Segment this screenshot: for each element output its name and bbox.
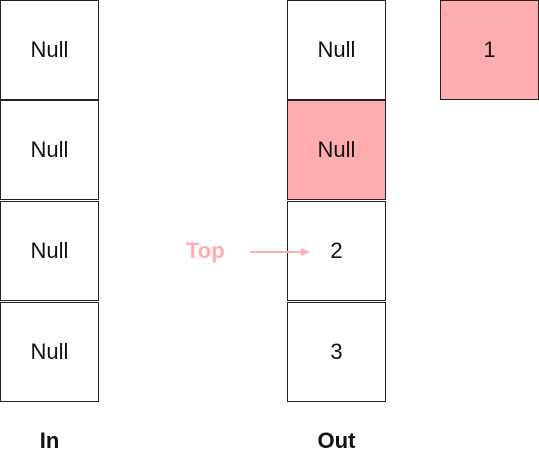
top-pointer-label: Top [186, 238, 225, 263]
in-stack-label: In [39, 428, 60, 453]
arrow-right-icon [250, 248, 310, 256]
out-stack-label: Out [317, 428, 356, 453]
in-stack-cell-1: Null [0, 100, 99, 200]
out-stack-cell-0: Null [287, 0, 386, 100]
in-stack-cell-2: Null [0, 201, 99, 301]
out-stack-cell-3: 3 [287, 302, 386, 402]
in-stack-cell-3: Null [0, 302, 99, 402]
in-stack-cell-0: Null [0, 0, 99, 100]
out-stack-cell-1-highlighted: Null [287, 100, 386, 200]
popped-item: 1 [440, 0, 539, 100]
